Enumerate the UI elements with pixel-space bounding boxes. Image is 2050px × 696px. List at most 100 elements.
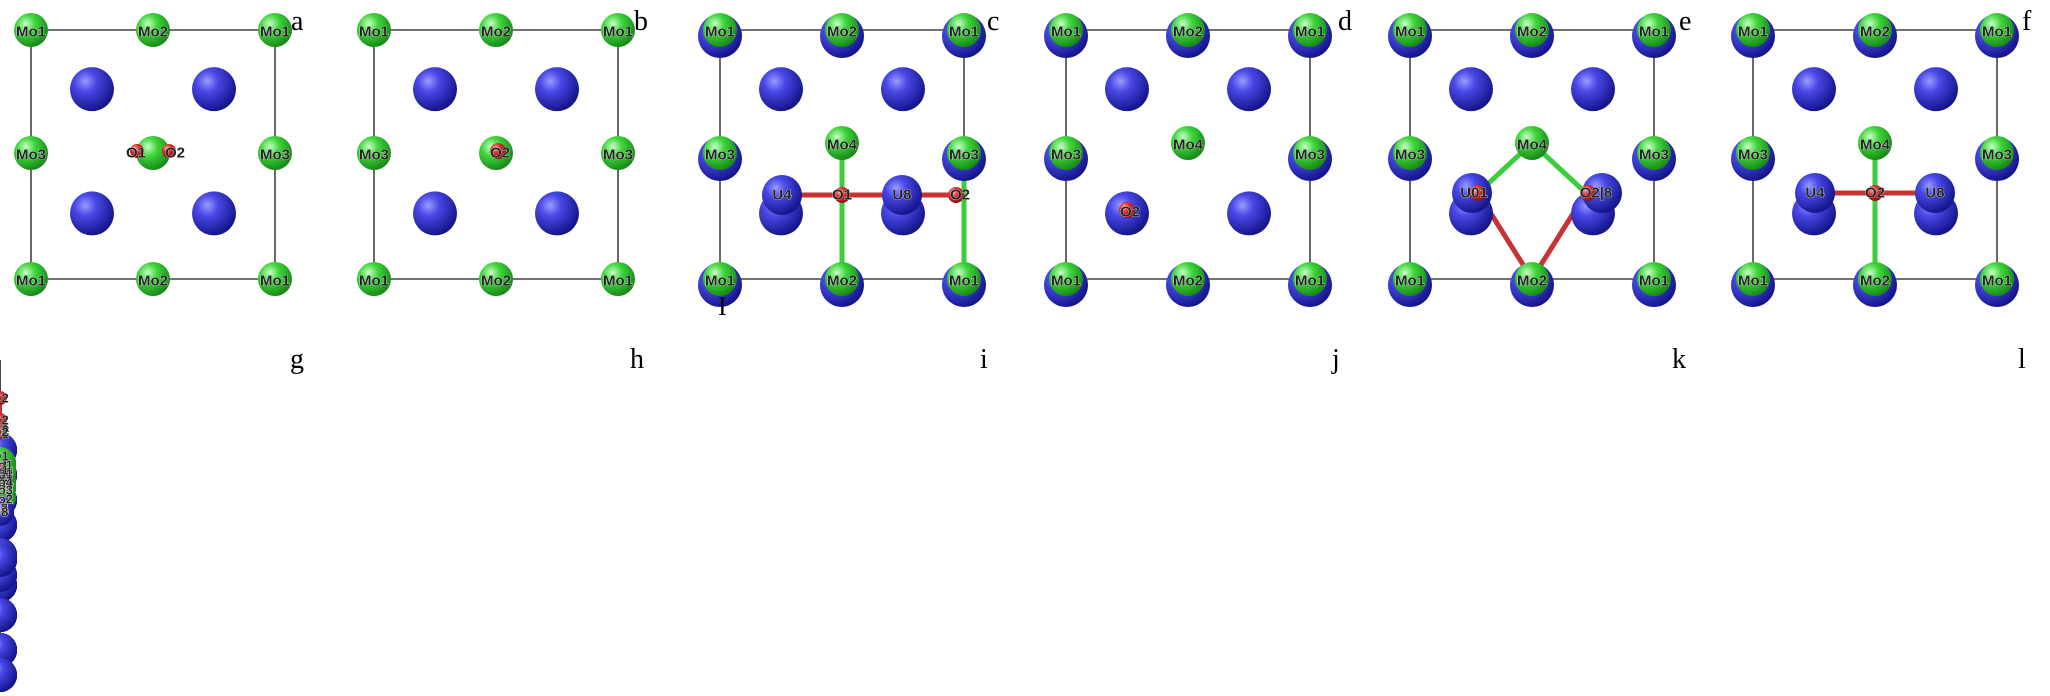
atom-label: Mo1: [0, 465, 13, 480]
atom-label: Mo4: [0, 475, 14, 490]
mo-atom: [1293, 136, 1327, 170]
atom-label: Mo1: [0, 458, 13, 473]
o-atom: [1119, 202, 1135, 218]
atom-label: Mo1: [1295, 273, 1325, 290]
mo-atom: [947, 262, 981, 296]
u-atom: [535, 67, 579, 112]
u-atom: [0, 498, 14, 526]
atom-label: Mo2: [827, 24, 857, 41]
mo-atom: [1049, 262, 1083, 296]
atom-label: Mo1: [0, 458, 13, 473]
atom-label: Mo2: [481, 273, 511, 290]
atom-label: U4: [1805, 185, 1825, 202]
atom-label: Mo2: [1860, 24, 1890, 41]
atom-label: Mo3: [16, 147, 46, 164]
atom-label: Mo2: [0, 465, 13, 480]
u-atom: [762, 175, 802, 215]
mo-atom: [1637, 13, 1671, 47]
mo-atom: [703, 13, 737, 47]
atom-label: Mo3: [705, 147, 735, 164]
atom-label: Mo3: [0, 483, 13, 498]
panel-letter-e: e: [1679, 6, 1692, 37]
atom-label: Mo4: [0, 475, 14, 490]
atom-label: Mo1: [949, 24, 979, 41]
o-atom: [0, 391, 7, 405]
u-atom: [881, 67, 925, 112]
atom-label: Mo4: [0, 475, 14, 490]
atom-label: Mo2: [0, 492, 13, 507]
atom-label: Mo2: [0, 492, 13, 507]
atom-label: Mo1: [0, 458, 13, 473]
atom-label: Mo4: [0, 475, 14, 490]
atom-label: Mo3: [0, 468, 13, 483]
mo-atom: [479, 13, 513, 47]
atom-label: Mo3: [0, 468, 13, 483]
o-atom: [0, 463, 7, 477]
atom-label: U4: [0, 503, 9, 518]
mo-atom: [703, 262, 737, 296]
atom-label: Mo3: [0, 468, 13, 483]
mo-atom: [14, 262, 48, 296]
atom-label: O2: [0, 425, 9, 440]
atom-label: Mo2: [0, 492, 13, 507]
atom-label: O1: [126, 145, 146, 162]
atom-label: Mo1: [1051, 24, 1081, 41]
panel-letter-k: k: [1672, 344, 1686, 375]
mo-atom: [1171, 262, 1205, 296]
atom-label: O2: [1120, 204, 1140, 221]
atom-label: Mo3: [0, 468, 13, 483]
mo-atom: [1049, 136, 1083, 170]
u-atom: [1582, 173, 1622, 213]
atom-label: Mo2: [0, 492, 13, 507]
mo-atom: [1858, 126, 1892, 160]
atom-label: O1: [832, 187, 852, 204]
atom-label: Mo3: [603, 147, 633, 164]
atom-label: Mo1: [260, 273, 290, 290]
atom-label: Mo3: [0, 483, 13, 498]
atom-label: Mo2: [138, 273, 168, 290]
mo-atom: [136, 13, 170, 47]
atom-label: Mo1: [0, 492, 13, 507]
mo-atom: [947, 13, 981, 47]
atom-label: O1: [0, 458, 9, 473]
mo-atom: [479, 262, 513, 296]
mo-atom: [703, 136, 737, 170]
atom-label: Mo1: [0, 467, 13, 482]
u-atom: [192, 67, 236, 112]
o-atom: [1867, 185, 1883, 201]
mo-atom: [1980, 13, 2014, 47]
mo-atom: [947, 136, 981, 170]
u-atom: [1105, 67, 1149, 112]
atom-label: U8: [1925, 185, 1944, 202]
atom-label: U4: [0, 503, 9, 518]
atom-label: Mo1: [1639, 24, 1669, 41]
atom-label: Mo4: [1860, 137, 1891, 154]
panel-letter-a: a: [291, 6, 304, 37]
atom-label: O1: [0, 427, 9, 442]
atom-label: Mo1: [0, 467, 13, 482]
atom-label: Mo1: [1395, 24, 1425, 41]
mo-atom: [601, 262, 635, 296]
atom-label: Mo2: [1517, 24, 1547, 41]
mo-atom: [136, 262, 170, 296]
atom-label: Mo2: [1173, 273, 1203, 290]
atom-label: O2: [0, 391, 9, 406]
u-atom: [1792, 67, 1836, 112]
o-atom: [948, 187, 964, 203]
atom-label: Mo2: [138, 24, 168, 41]
atom-label: Mo3: [1051, 147, 1081, 164]
atom-label: U4: [0, 503, 9, 518]
mo-atom: [1736, 262, 1770, 296]
mo-atom: [357, 13, 391, 47]
atom-label: Mo1: [0, 467, 13, 482]
o-atom: [0, 425, 7, 439]
u-atom: [1795, 173, 1835, 213]
mo-atom: [1515, 126, 1549, 160]
mo-atom: [1637, 262, 1671, 296]
o-atom: [162, 144, 176, 158]
mo-atom: [1393, 136, 1427, 170]
u-atom: [192, 191, 236, 236]
atom-label: Mo1: [0, 458, 13, 473]
atom-label: Mo1: [359, 273, 389, 290]
